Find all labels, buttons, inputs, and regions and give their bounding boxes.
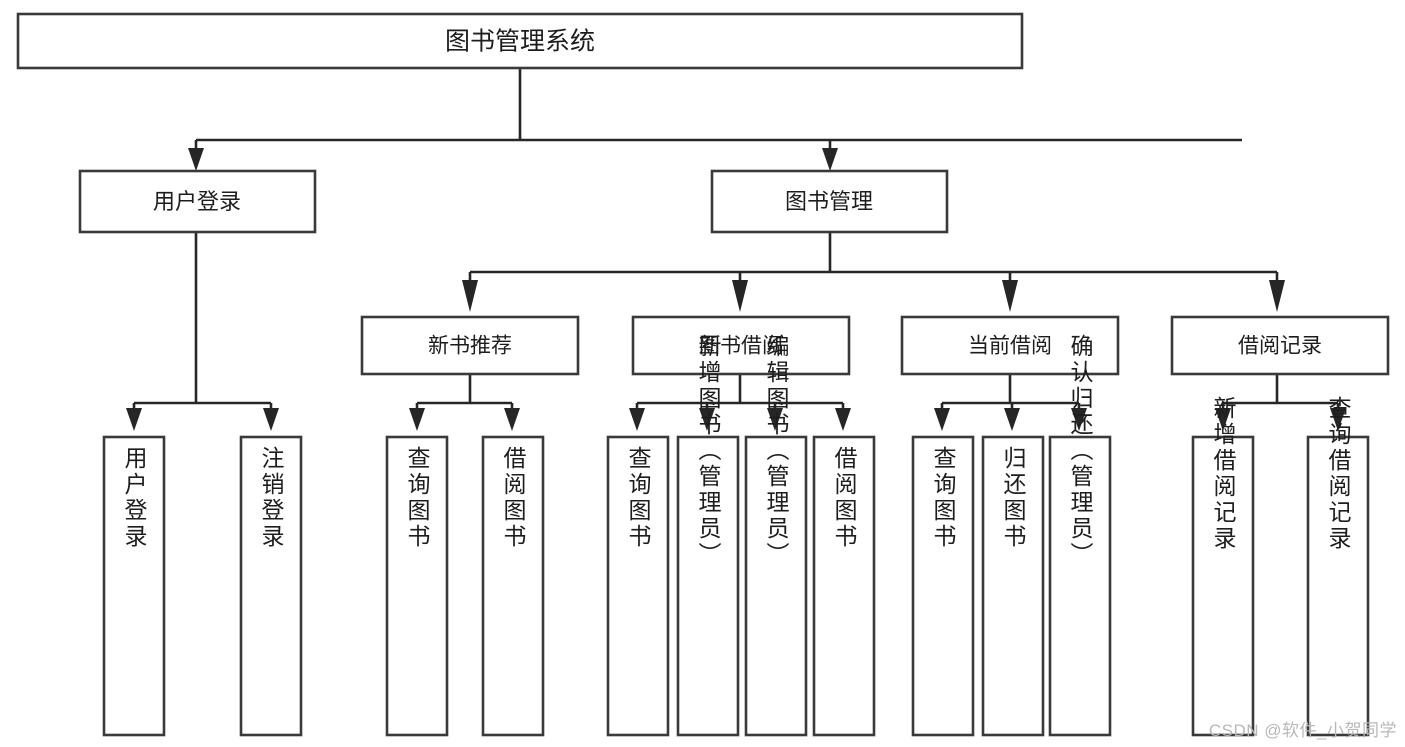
arrow-head-icon	[1004, 408, 1020, 431]
arrow-head-icon	[1330, 408, 1346, 431]
node-root-system[interactable]: 图书管理系统	[16, 12, 1024, 70]
arrow-head-icon	[409, 408, 425, 431]
connector-root-to-level2	[188, 68, 1242, 171]
leaf-current-borrow-2[interactable]: 确认归还（管理员）	[1048, 334, 1112, 737]
leaf-current-borrow-2-label: 确认归还（管理员）	[1067, 334, 1094, 568]
leaf-user-login-1[interactable]: 注销登录	[239, 435, 303, 737]
connector-borrow-record-to-leaves	[1215, 374, 1346, 431]
arrow-head-icon	[126, 408, 142, 431]
leaf-book-borrow-2-label: 编辑图书（管理员）	[763, 334, 790, 568]
node-current-borrow-label: 当前借阅	[968, 335, 1052, 358]
leaf-borrow-record-0-label: 新增借阅记录	[1210, 396, 1237, 552]
leaf-borrow-record-1[interactable]: 查询借阅记录	[1306, 396, 1370, 737]
node-user-login[interactable]: 用户登录	[78, 169, 317, 234]
node-current-borrow[interactable]: 当前借阅	[900, 315, 1120, 376]
leaf-user-login-0[interactable]: 用户登录	[102, 435, 166, 737]
leaf-current-borrow-1[interactable]: 归还图书	[981, 435, 1045, 737]
csdn-watermark: CSDN @软件_小贺同学	[1208, 721, 1397, 740]
node-book-borrow[interactable]: 图书借阅	[631, 315, 851, 376]
connector-new-book-to-leaves	[409, 374, 520, 431]
arrow-head-icon	[1002, 280, 1018, 312]
arrow-head-icon	[629, 408, 645, 431]
arrow-head-icon	[188, 148, 204, 171]
arrow-head-icon	[1071, 408, 1087, 431]
leaf-new-book-recommend-0-label: 查询图书	[404, 446, 431, 550]
leaf-new-book-recommend-1-label: 借阅图书	[500, 446, 527, 550]
leaf-book-borrow-3-label: 借阅图书	[831, 446, 858, 550]
arrow-head-icon	[1215, 408, 1231, 431]
leaf-book-borrow-0[interactable]: 查询图书	[606, 435, 670, 737]
arrow-head-icon	[1269, 280, 1285, 312]
node-new-book-recommend[interactable]: 新书推荐	[360, 315, 580, 376]
node-book-manage-label: 图书管理	[785, 189, 873, 214]
node-root-label: 图书管理系统	[445, 28, 595, 56]
node-user-login-label: 用户登录	[153, 189, 241, 214]
leaf-book-borrow-3[interactable]: 借阅图书	[812, 435, 876, 737]
arrow-head-icon	[699, 408, 715, 431]
node-borrow-record[interactable]: 借阅记录	[1170, 315, 1390, 376]
leaf-user-login-0-label: 用户登录	[121, 446, 148, 550]
connector-book-borrow-to-leaves	[629, 374, 851, 431]
leaf-new-book-recommend-1[interactable]: 借阅图书	[481, 435, 545, 737]
leaf-book-borrow-1[interactable]: 新增图书（管理员）	[676, 334, 740, 737]
arrow-head-icon	[732, 280, 748, 312]
connector-user-login-to-leaves	[126, 232, 279, 431]
arrow-head-icon	[504, 408, 520, 431]
arrow-head-icon	[822, 148, 838, 171]
leaf-book-borrow-2[interactable]: 编辑图书（管理员）	[744, 334, 808, 737]
node-book-manage[interactable]: 图书管理	[710, 169, 949, 234]
node-borrow-record-label: 借阅记录	[1238, 335, 1322, 358]
arrow-head-icon	[934, 408, 950, 431]
arrow-head-icon	[835, 408, 851, 431]
node-new-book-recommend-label: 新书推荐	[428, 335, 512, 358]
connector-current-borrow-to-leaves	[934, 374, 1087, 431]
arrow-head-icon	[263, 408, 279, 431]
leaf-current-borrow-0-label: 查询图书	[930, 446, 957, 550]
leaf-user-login-1-label: 注销登录	[258, 446, 285, 550]
leaf-current-borrow-0[interactable]: 查询图书	[911, 435, 975, 737]
arrow-head-icon	[462, 280, 478, 312]
leaf-book-borrow-0-label: 查询图书	[625, 446, 652, 550]
connector-book-manage-to-level3	[462, 232, 1285, 312]
leaf-borrow-record-1-label: 查询借阅记录	[1325, 396, 1352, 552]
arrow-head-icon	[767, 408, 783, 431]
leaf-book-borrow-1-label: 新增图书（管理员）	[695, 334, 722, 568]
leaf-borrow-record-0[interactable]: 新增借阅记录	[1191, 396, 1255, 737]
leaf-new-book-recommend-0[interactable]: 查询图书	[385, 435, 449, 737]
node-book-borrow-label: 图书借阅	[699, 335, 783, 358]
leaf-current-borrow-1-label: 归还图书	[1000, 446, 1027, 550]
